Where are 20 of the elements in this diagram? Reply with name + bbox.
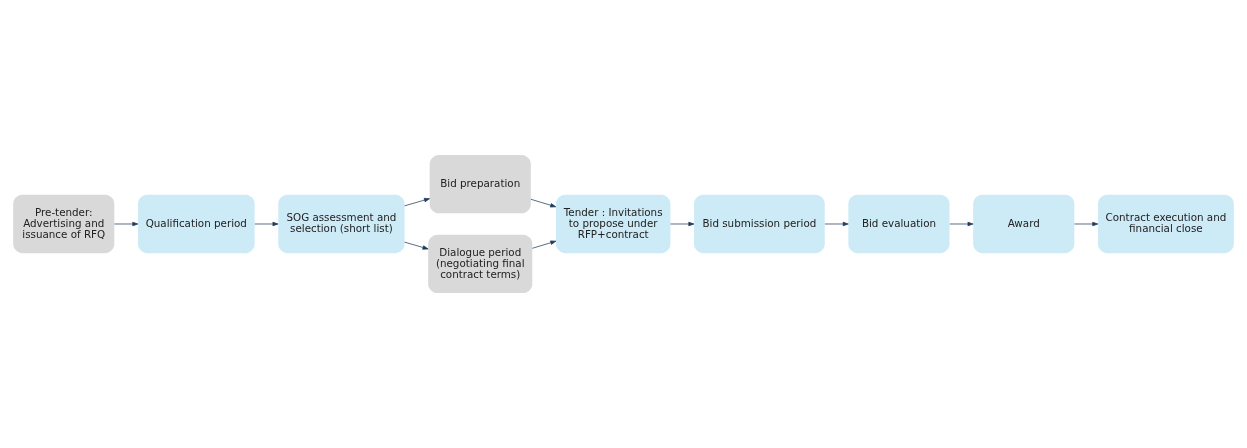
node-box: Contract execution and financial close — [1097, 194, 1234, 254]
node-box: SOG assessment and selection (short list) — [278, 194, 405, 254]
arrow — [949, 221, 974, 227]
arrow — [532, 240, 557, 249]
arrow — [404, 197, 430, 207]
node-box: Pre-tender: Advertising and issuance of RFQ — [13, 194, 115, 254]
arrow — [254, 221, 279, 227]
node-box: Tender : Invitations to propose under RFP+contract — [555, 194, 671, 254]
node-box: Dialogue period (negotiating final contract terms) — [428, 234, 533, 294]
arrow — [404, 241, 429, 250]
arrow — [670, 221, 695, 227]
node-box: Bid evaluation — [848, 194, 950, 254]
node-box: Qualification period — [137, 194, 255, 254]
arrow — [1074, 221, 1099, 227]
node-box: Bid submission period — [694, 194, 825, 254]
node-box: Award — [973, 194, 1075, 254]
arrow — [114, 221, 139, 227]
arrow — [530, 198, 557, 208]
node-box: Bid preparation — [429, 154, 531, 214]
arrow — [824, 221, 849, 227]
